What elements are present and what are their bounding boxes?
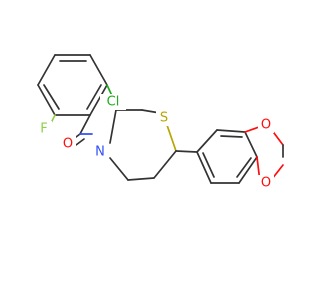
- dioxole-oxygen-top-atom: O: [258, 117, 274, 133]
- chlorine-label: Cl: [107, 95, 120, 110]
- molecule-structure: Cl F O N S O O: [36, 54, 284, 191]
- bond-double-inner: [86, 84, 102, 110]
- bond: [196, 129, 218, 153]
- ring-nitrogen-label: N: [95, 145, 105, 160]
- bond: [196, 151, 212, 184]
- dioxole-oxygen-top-label: O: [261, 118, 271, 133]
- bond-c-o-double: [75, 138, 85, 146]
- bond: [89, 84, 108, 116]
- bond: [244, 131, 258, 158]
- dioxole-oxygen-bottom-label: O: [261, 176, 271, 191]
- dioxole-oxygen-bottom-atom: O: [258, 175, 274, 191]
- ring-nitrogen-atom: N: [92, 144, 108, 160]
- bond-s-c: [166, 124, 177, 152]
- bond-double-inner: [220, 135, 243, 138]
- bond: [127, 177, 155, 181]
- bond-c-o: [244, 126, 260, 133]
- fluorine-label: F: [40, 122, 47, 137]
- atom-labels: Cl F O N S O O: [36, 94, 274, 191]
- bond: [153, 150, 177, 179]
- bond: [238, 156, 258, 184]
- chlorine-atom: Cl: [100, 94, 126, 110]
- bond: [109, 157, 129, 181]
- bond-double-inner: [202, 152, 215, 178]
- bond: [216, 129, 246, 133]
- bond: [89, 54, 108, 86]
- carbonyl-oxygen-atom: O: [60, 136, 76, 152]
- carbonyl-oxygen-label: O: [63, 137, 73, 152]
- bond: [109, 109, 117, 144]
- bond: [37, 84, 56, 116]
- ring-sulfur-label: S: [160, 111, 168, 126]
- bond-double-inner: [236, 157, 252, 178]
- bond-double-inner: [43, 84, 60, 110]
- bond: [175, 150, 198, 153]
- ring-sulfur-atom: S: [156, 110, 172, 126]
- fluorine-atom: F: [36, 121, 52, 137]
- bond: [79, 114, 91, 135]
- bond: [37, 54, 56, 86]
